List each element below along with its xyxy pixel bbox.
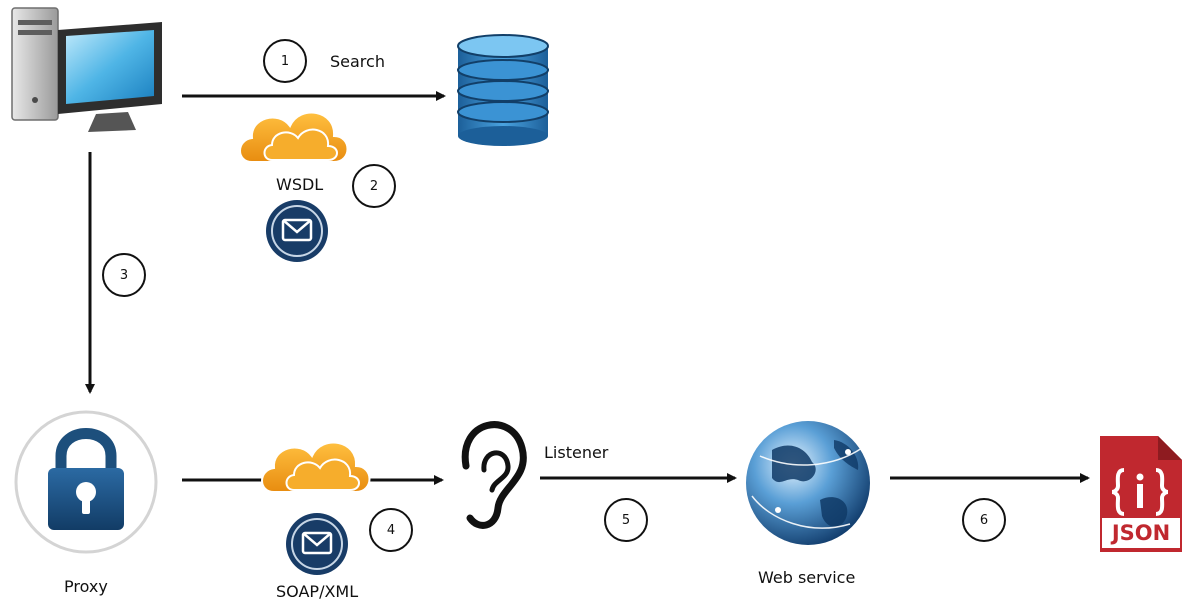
soap-xml-label: SOAP/XML: [276, 582, 359, 601]
computer-icon: [11, 7, 162, 132]
step-3-marker: 3: [102, 253, 146, 297]
cloud-icon: [239, 111, 349, 163]
database-icon: [457, 34, 549, 146]
cloud-icon: [261, 441, 371, 493]
envelope-icon: [286, 513, 348, 575]
json-file-icon: [1100, 436, 1182, 552]
ear-icon: [461, 421, 527, 529]
web-service-label: Web service: [758, 568, 856, 587]
step-5-marker: 5: [604, 498, 648, 542]
json-file-label: JSON: [1111, 521, 1171, 545]
listener-label: Listener: [544, 443, 609, 462]
proxy-label: Proxy: [64, 577, 108, 596]
globe-icon: [746, 421, 870, 545]
step-2-marker: 2: [352, 164, 396, 208]
wsdl-label: WSDL: [276, 175, 324, 194]
step-4-marker: 4: [369, 508, 413, 552]
step-6-marker: 6: [962, 498, 1006, 542]
step-1-marker: 1: [263, 39, 307, 83]
search-label: Search: [330, 52, 385, 71]
lock-icon: [14, 410, 158, 554]
envelope-icon: [266, 200, 328, 262]
